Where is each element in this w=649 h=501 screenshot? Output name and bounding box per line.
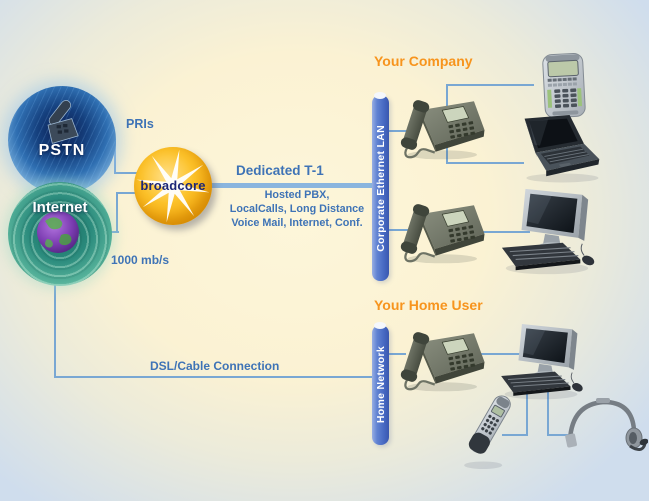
connector-phone1-laptop bbox=[446, 162, 524, 164]
connector-lan-phone2 bbox=[388, 229, 414, 231]
pstn-globe: PSTN bbox=[8, 86, 116, 194]
dedicated-t1-label: Dedicated T-1 bbox=[236, 163, 324, 178]
connector-internet-v bbox=[116, 192, 118, 233]
connector-pstn-to-broadcore bbox=[114, 172, 142, 174]
laptop-icon bbox=[512, 114, 602, 188]
home-section-title: Your Home User bbox=[374, 297, 483, 313]
ip-phone-icon bbox=[388, 196, 486, 268]
connector-phone3-desktop bbox=[470, 353, 526, 355]
connector-desktop-headset-v bbox=[547, 392, 549, 436]
earth-icon bbox=[37, 211, 79, 253]
connector-phone1-pda bbox=[446, 84, 534, 86]
ip-phone-icon bbox=[388, 324, 486, 396]
connector-pstn-v bbox=[114, 139, 116, 174]
dsl-cable-label: DSL/Cable Connection bbox=[150, 359, 280, 373]
pris-label: PRIs bbox=[126, 117, 154, 131]
service-line-3: Voice Mail, Internet, Conf. bbox=[231, 217, 363, 229]
ip-phone-icon bbox=[388, 92, 486, 164]
telephone-icon bbox=[47, 100, 79, 144]
pstn-label: PSTN bbox=[38, 142, 86, 159]
connector-phone2-desktop bbox=[468, 231, 530, 233]
connector-t1-line bbox=[206, 183, 374, 188]
home-network-bar: Home Network bbox=[372, 322, 389, 445]
desktop-computer-icon bbox=[498, 188, 596, 278]
headset-icon bbox=[556, 396, 648, 462]
bandwidth-label: 1000 mb/s bbox=[111, 253, 170, 267]
corporate-lan-label: Corporate Ethernet LAN bbox=[374, 124, 387, 252]
connector-dsl-line bbox=[54, 376, 375, 378]
home-network-label: Home Network bbox=[374, 346, 387, 424]
corporate-lan-bar: Corporate Ethernet LAN bbox=[372, 92, 389, 281]
desktop-computer-icon bbox=[492, 324, 590, 402]
company-section-title: Your Company bbox=[374, 53, 473, 69]
connector-desktop-handset-v bbox=[526, 388, 528, 436]
connector-internet-down bbox=[54, 270, 56, 378]
broadcore-wordmark: broadcore bbox=[140, 178, 206, 193]
connector-desktop-headset-h bbox=[547, 434, 571, 436]
internet-globe: Internet bbox=[8, 182, 112, 286]
broadcore-logo: broadcore bbox=[134, 147, 212, 225]
internet-label: Internet bbox=[32, 199, 88, 216]
connector-home-phone bbox=[388, 353, 406, 355]
starburst-icon bbox=[136, 149, 210, 223]
pda-phone-icon bbox=[527, 52, 601, 120]
connector-desktop-handset-h bbox=[502, 434, 528, 436]
services-list: Hosted PBX, LocalCalls, Long Distance Vo… bbox=[215, 188, 379, 230]
connector-lan-phone1 bbox=[388, 130, 412, 132]
service-line-1: Hosted PBX, bbox=[264, 189, 330, 201]
cordless-handset-icon bbox=[458, 392, 516, 470]
connector-internet-to-broadcore bbox=[116, 192, 142, 194]
service-line-2: LocalCalls, Long Distance bbox=[229, 203, 365, 215]
